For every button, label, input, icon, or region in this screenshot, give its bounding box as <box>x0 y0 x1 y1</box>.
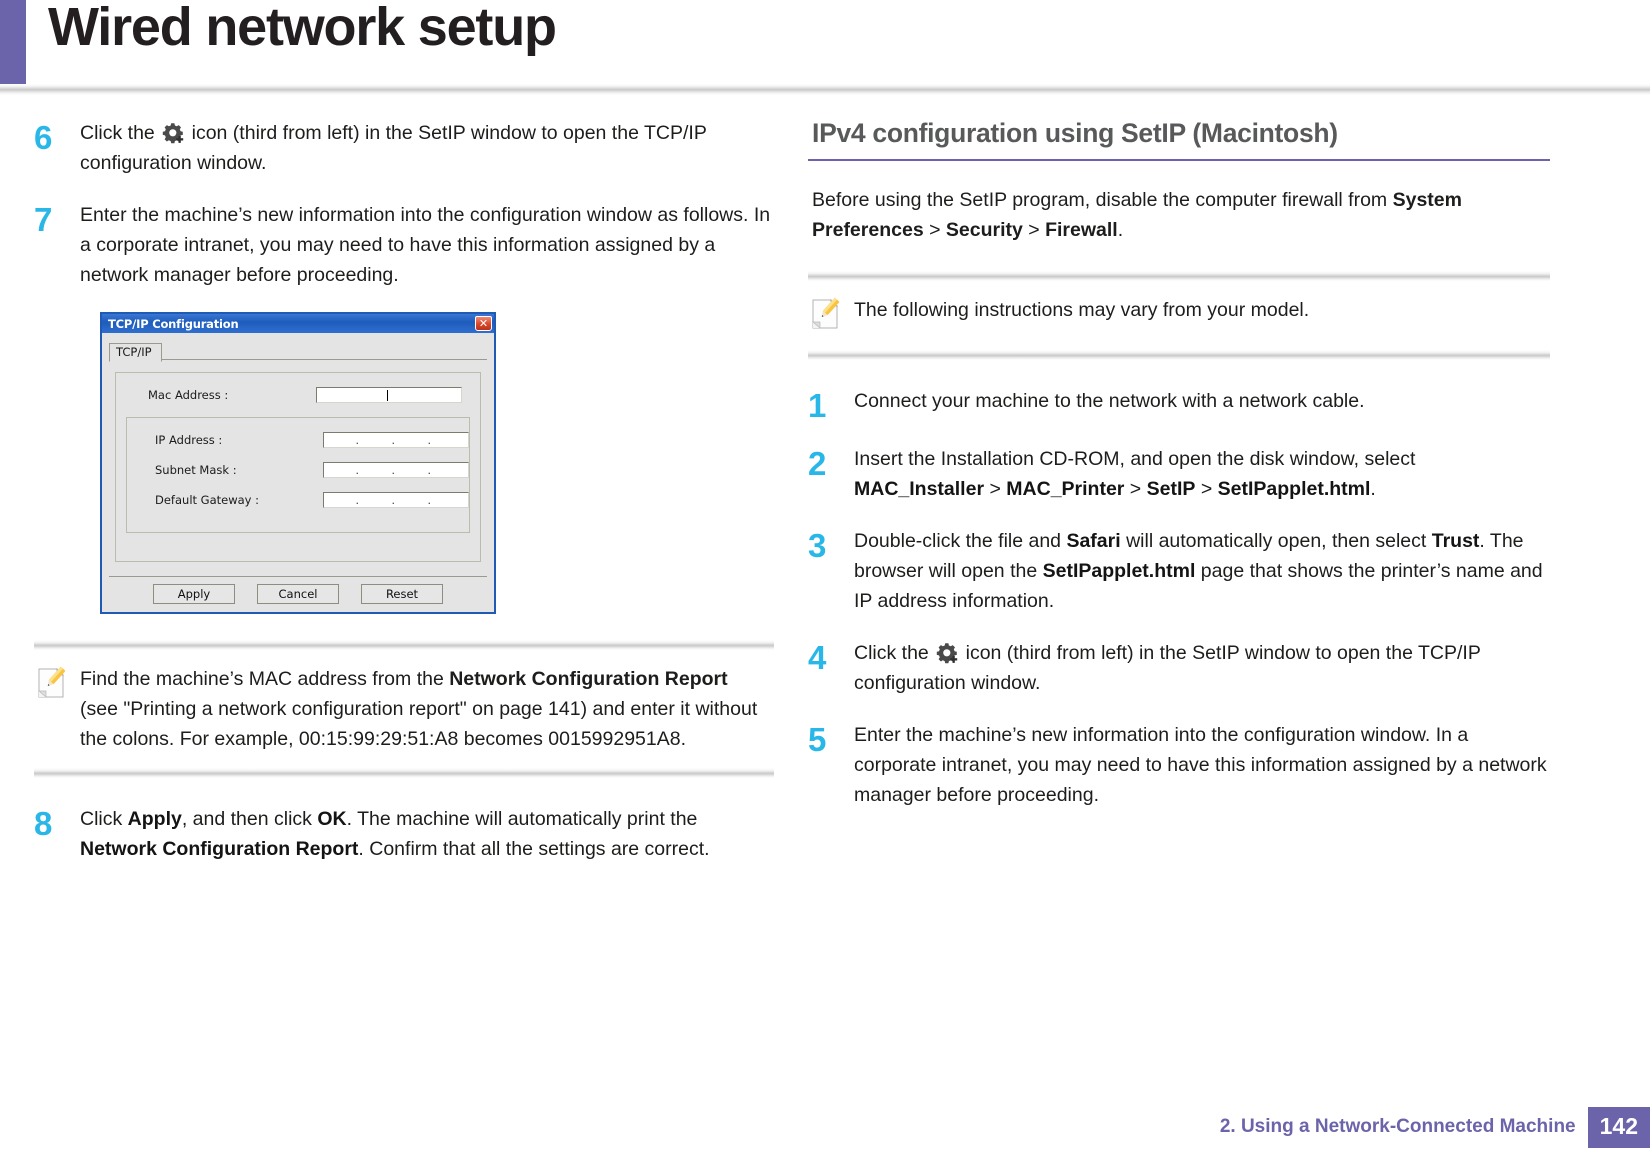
step-number: 2 <box>808 445 827 482</box>
step-text: Double-click the file and Safari will au… <box>854 530 1543 612</box>
footer-page-number: 142 <box>1587 1106 1650 1148</box>
gear-plus-icon <box>936 642 958 664</box>
step-2: 2 Insert the Installation CD-ROM, and ope… <box>808 444 1550 504</box>
step-8: 8 Click Apply, and then click OK. The mac… <box>34 804 774 864</box>
step-3: 3 Double-click the file and Safari will a… <box>808 526 1550 616</box>
field-row-mac-address: Mac Address : <box>126 387 470 403</box>
text-caret <box>387 390 388 401</box>
section-heading: IPv4 configuration using SetIP (Macintos… <box>812 118 1338 148</box>
step-number: 4 <box>808 639 827 676</box>
mac-address-input[interactable] <box>316 387 462 403</box>
note-divider-bottom <box>808 350 1550 360</box>
cancel-button[interactable]: Cancel <box>257 584 339 604</box>
header-accent-bar <box>0 0 26 90</box>
dialog-body: TCP/IP Mac Address : IP Address : ... Su… <box>102 333 494 612</box>
tcpip-configuration-dialog: TCP/IP Configuration ✕ TCP/IP Mac Addres… <box>100 312 496 614</box>
gateway-octet-separators: ... <box>355 493 432 507</box>
field-row-default-gateway: Default Gateway : ... <box>133 492 469 508</box>
step-number: 8 <box>34 805 53 842</box>
step-4: 4 Click the icon (third from left) in the… <box>808 638 1550 698</box>
field-row-ip-address: IP Address : ... <box>133 432 469 448</box>
note-box-model-variation: The following instructions may vary from… <box>808 271 1550 360</box>
dialog-titlebar: TCP/IP Configuration ✕ <box>102 314 494 333</box>
left-steps-group-bottom: 8 Click Apply, and then click OK. The mac… <box>34 804 774 864</box>
step-number: 1 <box>808 387 827 424</box>
note-content: Find the machine’s MAC address from the … <box>34 650 774 768</box>
dialog-button-bar: Apply Cancel Reset <box>109 576 487 612</box>
note-text: The following instructions may vary from… <box>854 299 1310 321</box>
step-text: Enter the machine’s new information into… <box>854 724 1547 806</box>
close-icon[interactable]: ✕ <box>475 316 492 331</box>
step-text: Insert the Installation CD-ROM, and open… <box>854 448 1416 500</box>
field-row-subnet-mask: Subnet Mask : ... <box>133 462 469 478</box>
gear-plus-icon <box>162 122 184 144</box>
ip-address-input[interactable]: ... <box>323 432 469 448</box>
left-steps-group-top: 6 Click the icon (third from left) in the… <box>34 118 774 290</box>
note-content: The following instructions may vary from… <box>808 281 1550 350</box>
step-number: 3 <box>808 527 827 564</box>
step-number: 7 <box>34 201 53 238</box>
subnet-mask-label: Subnet Mask : <box>155 463 237 477</box>
step-6: 6 Click the icon (third from left) in the… <box>34 118 774 178</box>
header-divider <box>0 84 1650 95</box>
dialog-tabstrip: TCP/IP <box>109 340 487 362</box>
left-column: 6 Click the icon (third from left) in the… <box>34 118 774 886</box>
note-box-mac-address: Find the machine’s MAC address from the … <box>34 640 774 778</box>
step-text: Click the icon (third from left) in the … <box>854 642 1481 694</box>
right-column: IPv4 configuration using SetIP (Macintos… <box>808 118 1550 832</box>
subnet-mask-input[interactable]: ... <box>323 462 469 478</box>
default-gateway-label: Default Gateway : <box>155 493 260 507</box>
step-text: Click Apply, and then click OK. The mach… <box>80 808 710 860</box>
dialog-title: TCP/IP Configuration <box>108 316 239 331</box>
page-footer: 2. Using a Network-Connected Machine 142 <box>1220 1096 1650 1158</box>
step-5: 5 Enter the machine’s new information int… <box>808 720 1550 810</box>
subnet-octet-separators: ... <box>355 463 432 477</box>
ip-address-label: IP Address : <box>155 433 223 447</box>
note-divider-bottom <box>34 768 774 778</box>
step-number: 6 <box>34 119 53 156</box>
right-steps-group: 1 Connect your machine to the network wit… <box>808 386 1550 810</box>
note-divider-top <box>34 640 774 650</box>
dialog-fields-outer: Mac Address : IP Address : ... Subnet Ma… <box>115 372 481 562</box>
note-text: Find the machine’s MAC address from the … <box>80 668 758 750</box>
step-7: 7 Enter the machine’s new information int… <box>34 200 774 290</box>
tab-tcpip[interactable]: TCP/IP <box>109 343 162 362</box>
footer-chapter-label: 2. Using a Network-Connected Machine <box>1219 1116 1576 1137</box>
apply-button[interactable]: Apply <box>153 584 235 604</box>
note-pencil-icon <box>34 664 80 705</box>
note-pencil-icon <box>808 295 854 336</box>
step-1: 1 Connect your machine to the network wit… <box>808 386 1550 422</box>
default-gateway-input[interactable]: ... <box>323 492 469 508</box>
section-underline <box>808 159 1550 161</box>
page-header: Wired network setup <box>0 0 1650 96</box>
step-text: Click the icon (third from left) in the … <box>80 122 707 174</box>
note-divider-top <box>808 271 1550 281</box>
step-text: Enter the machine’s new information into… <box>80 204 771 286</box>
step-text: Connect your machine to the network with… <box>854 390 1365 412</box>
reset-button[interactable]: Reset <box>361 584 443 604</box>
mac-address-label: Mac Address : <box>148 388 229 402</box>
ip-octet-separators: ... <box>355 433 432 447</box>
page-title: Wired network setup <box>48 0 557 57</box>
section-intro-text: Before using the SetIP program, disable … <box>812 189 1462 241</box>
dialog-fields-inner: IP Address : ... Subnet Mask : ... Defau… <box>126 417 470 533</box>
step-number: 5 <box>808 721 827 758</box>
